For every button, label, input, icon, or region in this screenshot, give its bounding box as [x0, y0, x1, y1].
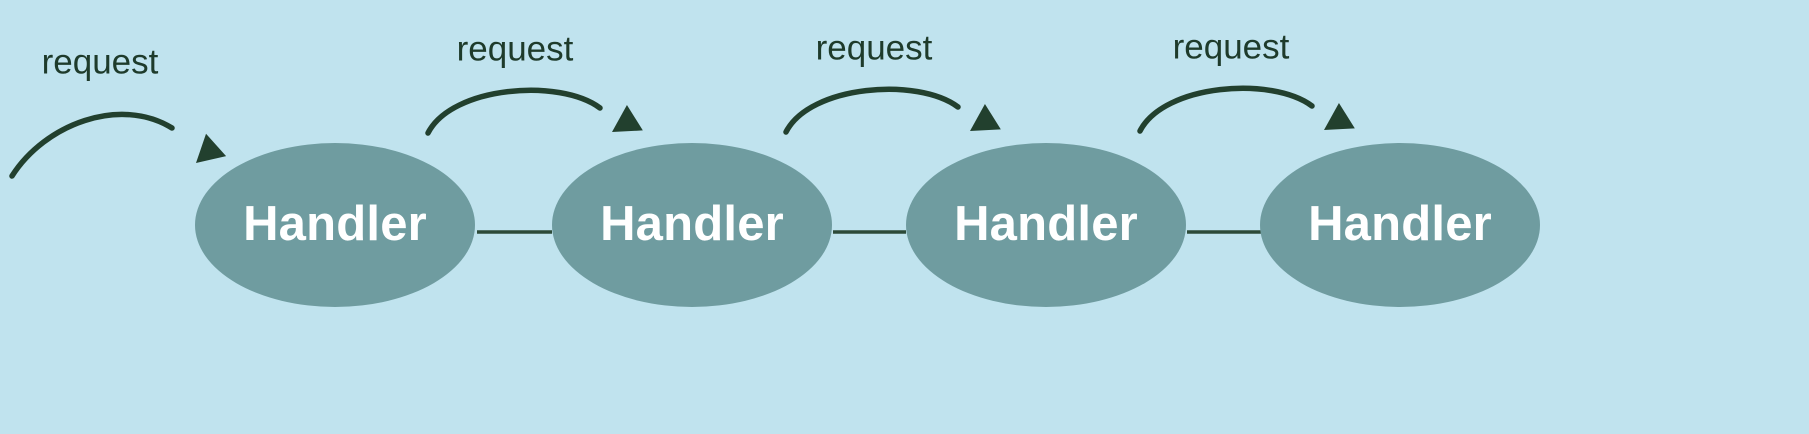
handler-1-label: Handler	[243, 197, 427, 251]
handler-node[interactable]: Handler	[195, 143, 475, 307]
request-arrow-2: request	[425, 29, 643, 136]
handler-1-ellipse[interactable]	[195, 143, 475, 307]
request-arrow-1-label: request	[42, 42, 159, 81]
request-arrow-1-arrowhead-icon	[196, 133, 227, 163]
request-arrow-2-label: request	[457, 29, 574, 68]
handler-3-label: Handler	[954, 197, 1138, 251]
request-arrow-3-curve	[783, 86, 961, 135]
handler-4-label: Handler	[1308, 197, 1492, 251]
request-arrow-1: request	[9, 42, 227, 179]
handler-node[interactable]: Handler	[1260, 143, 1540, 307]
request-arrow-3-arrowhead-icon	[970, 103, 1001, 131]
handler-2-ellipse[interactable]	[552, 143, 832, 307]
request-arrow-4-curve	[1137, 85, 1315, 134]
request-arrow-1-curve	[9, 111, 175, 179]
handler-node[interactable]: Handler	[906, 143, 1186, 307]
request-arrows-layer: request request request request	[9, 27, 1355, 179]
request-arrow-3: request	[783, 28, 1001, 135]
request-arrow-3-label: request	[816, 28, 933, 67]
handler-3-ellipse[interactable]	[906, 143, 1186, 307]
request-arrow-4: request	[1137, 27, 1355, 134]
handler-4-ellipse[interactable]	[1260, 143, 1540, 307]
request-arrow-4-label: request	[1173, 27, 1290, 66]
request-arrow-2-arrowhead-icon	[612, 104, 643, 132]
handler-node[interactable]: Handler	[552, 143, 832, 307]
request-arrow-2-curve	[425, 87, 603, 136]
request-arrow-4-arrowhead-icon	[1324, 102, 1355, 130]
handler-2-label: Handler	[600, 197, 784, 251]
handler-nodes-layer: Handler Handler Handler Handler	[195, 143, 1540, 307]
